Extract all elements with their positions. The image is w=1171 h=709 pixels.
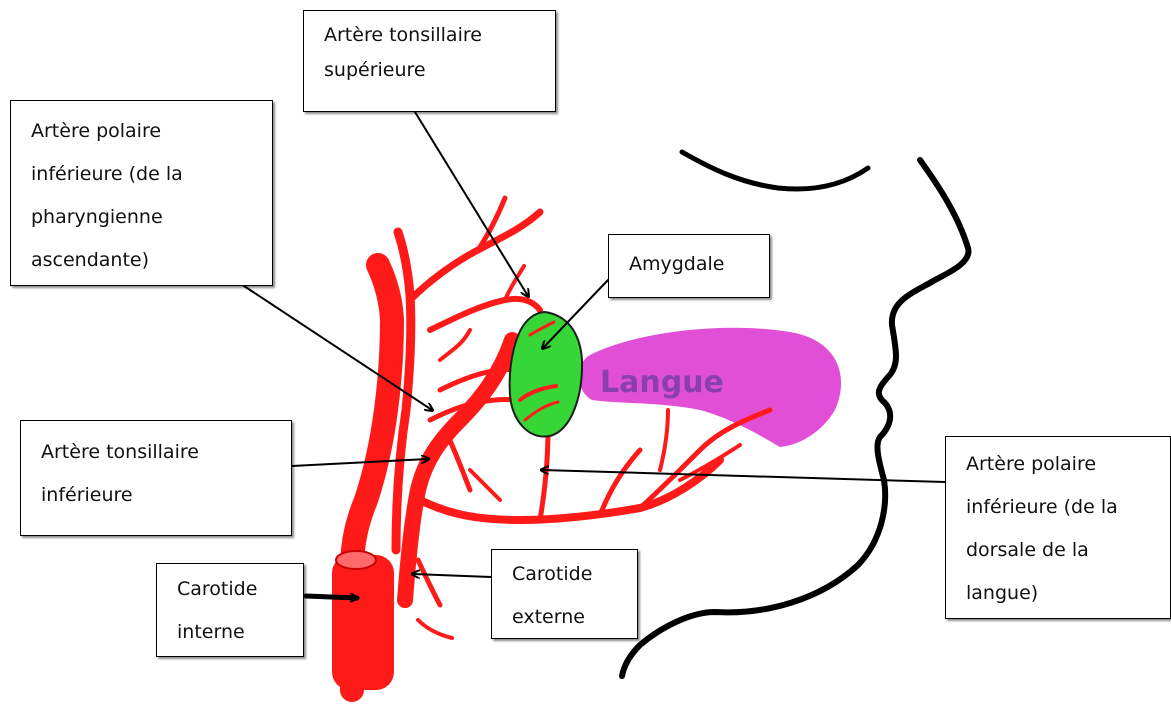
tonsil-shape (510, 312, 582, 437)
lower-branch-2 (418, 620, 452, 638)
arrow-tonsillaire-superieure (415, 112, 528, 296)
lingual-artery (420, 460, 720, 520)
label-polaire-dorsale: Artère polaire inférieure (de la dorsale… (945, 436, 1171, 619)
dorsal-lingual-artery-5 (660, 410, 668, 470)
eye-brow-contour (682, 152, 868, 189)
dorsal-lingual-artery-1 (540, 430, 548, 520)
label-polaire-pharyngienne: Artère polaire inférieure (de la pharyng… (10, 100, 273, 286)
carotid-opening (336, 551, 376, 569)
tongue-label: Langue (600, 365, 724, 400)
carotid-base (332, 555, 394, 690)
arrow-polaire-pharyngienne (244, 286, 432, 410)
label-tonsillaire-inferieure: Artère tonsillaire inférieure (20, 420, 292, 536)
tonsil (510, 312, 582, 437)
label-carotide-interne: Carotide interne (156, 563, 304, 657)
label-carotide-externe: Carotide externe (491, 549, 638, 639)
branch-mid-2 (470, 470, 500, 500)
arrow-tonsillaire-inferieure (292, 459, 428, 466)
branch-to-tonsil-2 (440, 330, 470, 360)
tongue: Langue (579, 328, 841, 447)
label-tonsillaire-superieure: Artère tonsillaire supérieure (303, 10, 556, 112)
arrow-carotide-interne (306, 596, 357, 598)
branch-mid-1 (445, 430, 470, 490)
lower-branch-1 (418, 560, 440, 605)
upper-branch-1 (410, 212, 540, 300)
label-amygdale: Amygdale (608, 234, 770, 298)
